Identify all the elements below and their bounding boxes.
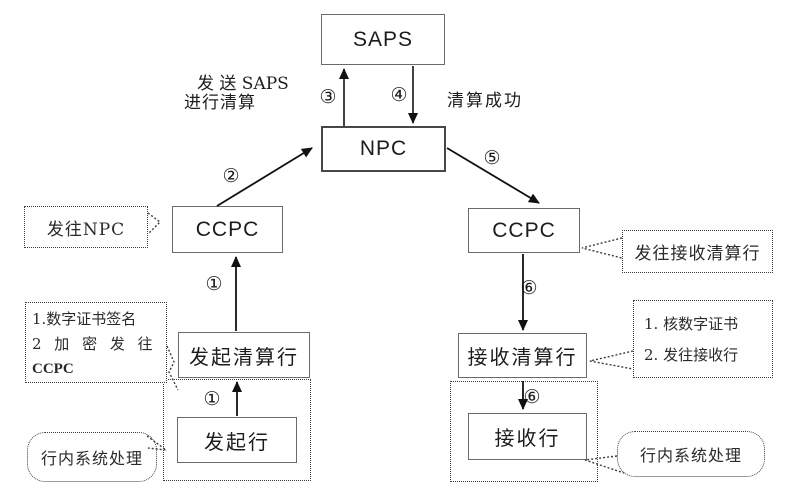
callout-sign-encrypt-line1: 1.数字证书签名 — [32, 310, 137, 328]
callout-sign-encrypt-line3: CCPC — [32, 361, 74, 377]
step-6-upper: ⑥ — [520, 277, 538, 299]
step-5: ⑤ — [483, 147, 501, 169]
node-initiating-bank-label: 发起行 — [204, 429, 270, 454]
step-3: ③ — [319, 86, 337, 108]
node-npc: NPC — [321, 126, 446, 172]
initiating-bank-group-outline — [163, 379, 311, 481]
callout-inbank-left-text: 行内系统处理 — [40, 449, 143, 468]
callout-sign-encrypt: 1.数字证书签名 2 加 密 发 往 CCPC — [25, 302, 167, 383]
callout-to-receiving-clearing: 发往接收清算行 — [622, 230, 773, 273]
step-1-lower: ① — [203, 388, 221, 410]
node-ccpc-right: CCPC — [468, 208, 580, 253]
node-ccpc-right-label: CCPC — [492, 218, 556, 242]
label-clearing-success: 清算成功 — [447, 91, 523, 111]
callout-verify-forward-line1: 1. 核数字证书 — [644, 315, 739, 333]
node-receiving-bank: 接收行 — [468, 413, 587, 460]
node-ccpc-left-label: CCPC — [195, 217, 260, 241]
node-receiving-bank-label: 接收行 — [494, 426, 561, 450]
pointer-to-receiving-callout — [581, 237, 623, 259]
callout-to-npc-text: 发往NPC — [46, 219, 126, 240]
callout-inbank-right: 行内系统处理 — [617, 431, 765, 477]
node-initiating-clearing-bank: 发起清算行 — [178, 332, 310, 378]
node-receiving-clearing-bank-label: 接收清算行 — [467, 345, 578, 369]
node-saps-label: SAPS — [352, 27, 414, 51]
node-receiving-clearing-bank: 接收清算行 — [458, 333, 587, 378]
node-ccpc-left: CCPC — [172, 206, 283, 253]
step-4: ④ — [390, 84, 408, 106]
step-2: ② — [222, 165, 240, 187]
step-1-upper: ① — [205, 273, 223, 295]
label-send-saps-line2: 进行清算 — [184, 93, 256, 113]
step-6-lower: ⑥ — [523, 386, 541, 408]
callout-to-receiving-clearing-text: 发往接收清算行 — [634, 244, 761, 264]
callout-verify-forward: 1. 核数字证书 2. 发往接收行 — [633, 300, 773, 378]
callout-sign-encrypt-line2: 2 加 密 发 往 — [32, 335, 157, 353]
callout-verify-forward-line2: 2. 发往接收行 — [644, 346, 739, 364]
callout-to-npc: 发往NPC — [24, 206, 148, 248]
node-initiating-bank: 发起行 — [177, 417, 297, 463]
receiving-bank-group-outline — [450, 381, 598, 482]
node-initiating-clearing-bank-label: 发起清算行 — [189, 344, 299, 369]
callout-inbank-right-text: 行内系统处理 — [639, 446, 742, 465]
pointer-to-npc-callout — [147, 212, 162, 235]
node-npc-label: NPC — [359, 137, 408, 160]
label-send-saps-line1: 发 送 SAPS — [197, 74, 289, 94]
node-saps: SAPS — [321, 14, 445, 65]
pointer-verify-callout — [589, 350, 634, 370]
callout-inbank-left: 行内系统处理 — [27, 432, 157, 482]
